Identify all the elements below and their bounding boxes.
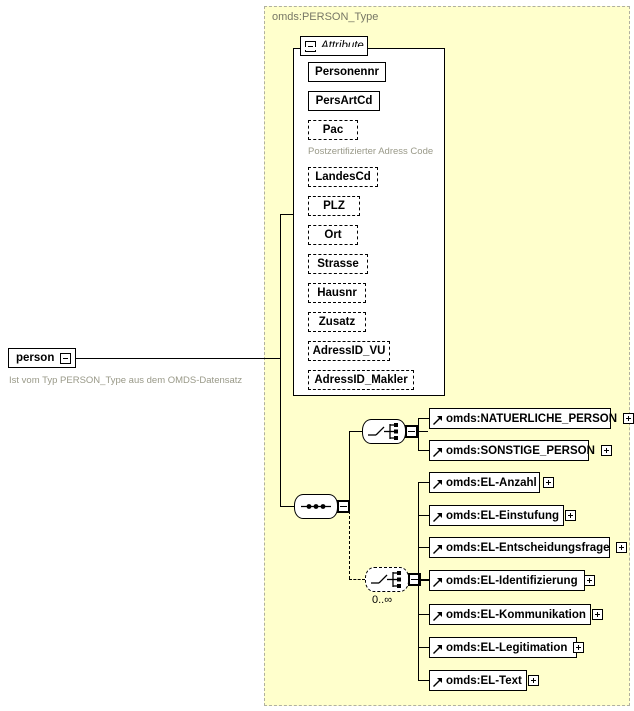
element-ref-el-identifizierung[interactable]: omds:EL-Identifizierung (429, 570, 595, 591)
element-ref-arrow-icon (433, 448, 442, 457)
element-ref-el-entscheidungsfrage[interactable]: omds:EL-Entscheidungsfrage (429, 537, 627, 558)
plus-box-icon[interactable] (600, 445, 612, 456)
connector-sequence-to-choice-el-dashed (349, 579, 365, 580)
attribute-box-ort[interactable]: Ort (308, 225, 358, 245)
element-ref-arrow-icon (433, 612, 442, 621)
element-ref-arrow-icon (433, 645, 442, 654)
element-ref-label: omds:EL-Anzahl (446, 476, 537, 489)
connector-to-sonstige-person (418, 450, 429, 451)
connector-spine-to-attributes (280, 214, 293, 215)
element-ref-arrow-icon (433, 416, 442, 425)
connector-choice-person-stub (418, 431, 428, 432)
compositor-choice-el[interactable] (365, 567, 425, 596)
tab-seam (301, 47, 367, 50)
connector-to-el-kommunikation (418, 614, 429, 615)
connector-to-el-einstufung (418, 515, 429, 516)
element-ref-label: omds:NATUERLICHE_PERSON (446, 412, 618, 425)
plus-box-icon[interactable] (615, 542, 627, 553)
element-ref-el-einstufung[interactable]: omds:EL-Einstufung (429, 505, 577, 526)
element-ref-arrow-icon (433, 513, 442, 522)
element-ref-label: omds:EL-Legitimation (446, 641, 568, 654)
element-ref-el-kommunikation[interactable]: omds:EL-Kommunikation (429, 604, 603, 625)
minus-box-icon[interactable] (60, 352, 72, 364)
attribute-box-landescd[interactable]: LandesCd (308, 167, 378, 187)
element-ref-label: omds:EL-Entscheidungsfrage (446, 541, 610, 554)
attribute-box-pac[interactable]: Pac (308, 120, 358, 140)
occurrence-label-choice-el: 0..∞ (372, 594, 393, 606)
element-box-person[interactable]: person (8, 348, 76, 368)
connector-to-el-text (418, 680, 429, 681)
compositor-sequence[interactable] (294, 494, 354, 523)
plus-box-icon[interactable] (565, 510, 577, 521)
choice-glyph (371, 571, 401, 588)
attribute-tab-label: Attribute (321, 40, 364, 52)
plus-box-icon[interactable] (527, 675, 539, 686)
attribute-box-plz[interactable]: PLZ (308, 196, 360, 216)
attribute-box-adressid-vu[interactable]: AdressID_VU (308, 341, 390, 361)
element-ref-label: omds:EL-Identifizierung (446, 574, 578, 587)
connector-spine-vertical (280, 214, 281, 506)
complextype-label: omds:PERSON_Type (272, 11, 379, 23)
choice-glyph (368, 423, 398, 440)
minus-box-icon[interactable] (405, 425, 418, 438)
connector-to-el-anzahl (418, 482, 429, 483)
plus-box-icon[interactable] (583, 575, 595, 586)
choice-icon (365, 567, 409, 592)
attribute-box-hausnr[interactable]: Hausnr (308, 283, 366, 303)
element-ref-el-text[interactable]: omds:EL-Text (429, 670, 539, 691)
attribute-note-pac: Postzertifizierter Adress Code (308, 146, 434, 157)
connector-to-el-legitimation (418, 647, 429, 648)
plus-box-icon[interactable] (573, 642, 585, 653)
connector-sequence-up (349, 431, 350, 506)
connector-person-to-type (76, 358, 280, 359)
choice-icon (362, 419, 406, 444)
element-ref-arrow-icon (433, 545, 442, 554)
attribute-box-personennr[interactable]: Personennr (308, 62, 386, 82)
plus-box-icon[interactable] (623, 413, 634, 424)
sequence-glyph (301, 504, 331, 509)
element-ref-arrow-icon (433, 578, 442, 587)
sequence-icon (294, 494, 338, 519)
attribute-box-adressid-makler[interactable]: AdressID_Makler (308, 370, 414, 390)
plus-box-icon[interactable] (591, 609, 603, 620)
connector-choice-el-bus (418, 482, 419, 680)
connector-to-el-entscheidungsfrage (418, 547, 429, 548)
plus-box-icon[interactable] (542, 477, 554, 488)
element-label-person: person (16, 352, 55, 364)
minus-box-icon[interactable] (305, 40, 316, 52)
element-description-person: Ist vom Typ PERSON_Type aus dem OMDS-Dat… (9, 375, 243, 386)
element-ref-arrow-icon (433, 480, 442, 489)
connector-choice-el-stub (418, 579, 429, 580)
connector-choice-person-bus (418, 418, 419, 450)
element-ref-arrow-icon (433, 678, 442, 687)
attribute-box-strasse[interactable]: Strasse (308, 254, 368, 274)
element-ref-el-anzahl[interactable]: omds:EL-Anzahl (429, 472, 554, 493)
attribute-box-zusatz[interactable]: Zusatz (308, 312, 366, 332)
element-ref-label: omds:EL-Text (446, 674, 522, 687)
connector-to-natuerliche-person (418, 418, 429, 419)
connector-to-el-identifizierung (418, 580, 429, 581)
element-ref-sonstige-person[interactable]: omds:SONSTIGE_PERSON (429, 440, 612, 461)
connector-sequence-to-choice-person (349, 431, 362, 432)
compositor-choice-person[interactable] (362, 419, 422, 448)
connector-spine-to-sequence (280, 506, 294, 507)
element-ref-label: omds:EL-Einstufung (446, 509, 560, 522)
element-ref-natuerliche-person[interactable]: omds:NATUERLICHE_PERSON (429, 408, 634, 429)
element-ref-el-legitimation[interactable]: omds:EL-Legitimation (429, 637, 585, 658)
element-ref-label: omds:EL-Kommunikation (446, 608, 586, 621)
attribute-section-tab[interactable]: Attribute (300, 36, 368, 56)
attribute-box-persartcd[interactable]: PersArtCd (308, 91, 380, 111)
connector-sequence-down-dashed (349, 506, 350, 579)
element-ref-label: omds:SONSTIGE_PERSON (446, 444, 595, 457)
